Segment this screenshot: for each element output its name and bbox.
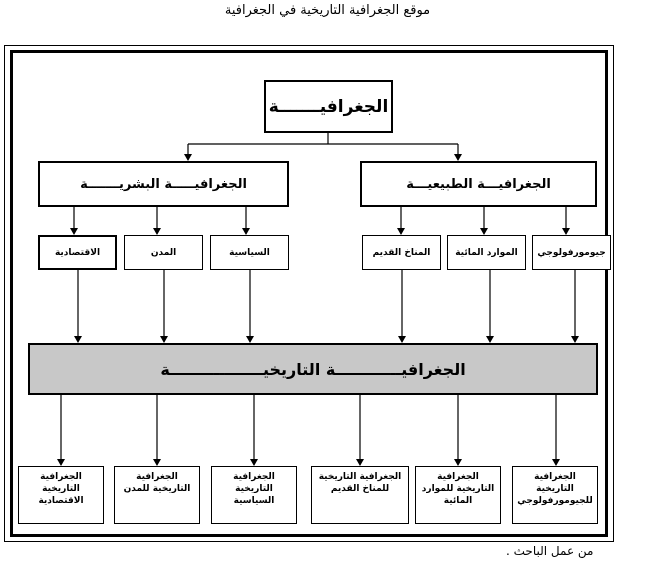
geomorphology-box: جيومورفولوجي [532,235,611,270]
cities-box: المدن [124,235,203,270]
natural-geography-box: الجغرافيـــة الطبيعيـــة [360,161,597,207]
outcome-geomorphology-box: الجغرافية التاريخية للجيومورفولوجي [512,466,598,524]
inner-frame [10,50,608,537]
geography-root-box: الجغرافيـــــــة [264,80,393,133]
human-geography-box: الجغرافيـــــة البشريـــــــة [38,161,289,207]
source-note: من عمل الباحث . [506,544,594,558]
outcome-old-climate-box: الجغرافية التاريخية للمناخ القديم [311,466,409,524]
diagram-title: موقع الجغرافية التاريخية في الجغرافية [224,3,431,18]
outcome-water-resources-box: الجغرافية التاريخية للموارد المائية [415,466,501,524]
water-resources-box: الموارد المائية [447,235,526,270]
old-climate-box: المناخ القديم [362,235,441,270]
political-box: السياسية [210,235,289,270]
economic-box: الاقتصادية [38,235,117,270]
outcome-economic-box: الجغرافية التاريخية الاقتصادية [18,466,104,524]
outer-frame [4,45,614,542]
outcome-cities-box: الجغرافية التاريخية للمدن [114,466,200,524]
historical-geography-band: الجغرافيــــــــــــة التاريخيــــــــــ… [28,343,598,395]
outcome-political-box: الجغرافية التاريخية السياسية [211,466,297,524]
